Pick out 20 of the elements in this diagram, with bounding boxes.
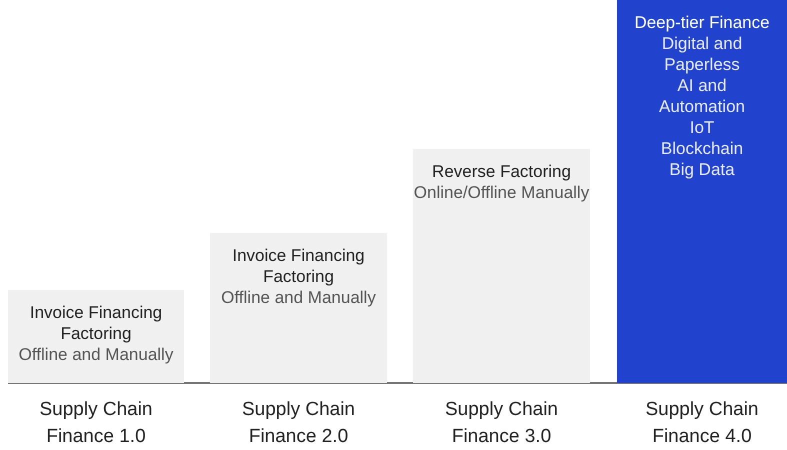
stage-feature: Blockchain — [660, 138, 744, 159]
stage-feature: Offline and Manually — [18, 344, 174, 365]
stage-bar — [8, 290, 184, 383]
stage-feature: Online/Offline Manually — [413, 182, 590, 203]
stage-label: Supply Chain Finance 2.0 — [240, 398, 356, 449]
stage-feature: IoT — [688, 117, 716, 138]
stage-heading: Reverse Factoring — [431, 161, 572, 182]
stage-feature: Digital and Paperless — [660, 33, 744, 75]
stage-feature: AI and Automation — [658, 75, 746, 117]
stage-heading: Invoice Financing Factoring — [28, 302, 164, 344]
stage-heading: Invoice Financing Factoring — [231, 245, 366, 287]
stage-bar — [210, 233, 387, 383]
stage-label: Supply Chain Finance 3.0 — [444, 398, 560, 449]
stage-label: Supply Chain Finance 4.0 — [644, 398, 760, 449]
stage-label: Supply Chain Finance 1.0 — [38, 398, 154, 449]
stage-bar — [617, 0, 787, 383]
stage-feature: Offline and Manually — [220, 287, 377, 308]
stage-heading: Deep-tier Finance — [633, 12, 771, 33]
stage-feature: Big Data — [668, 159, 736, 180]
stage-bar — [413, 149, 590, 383]
